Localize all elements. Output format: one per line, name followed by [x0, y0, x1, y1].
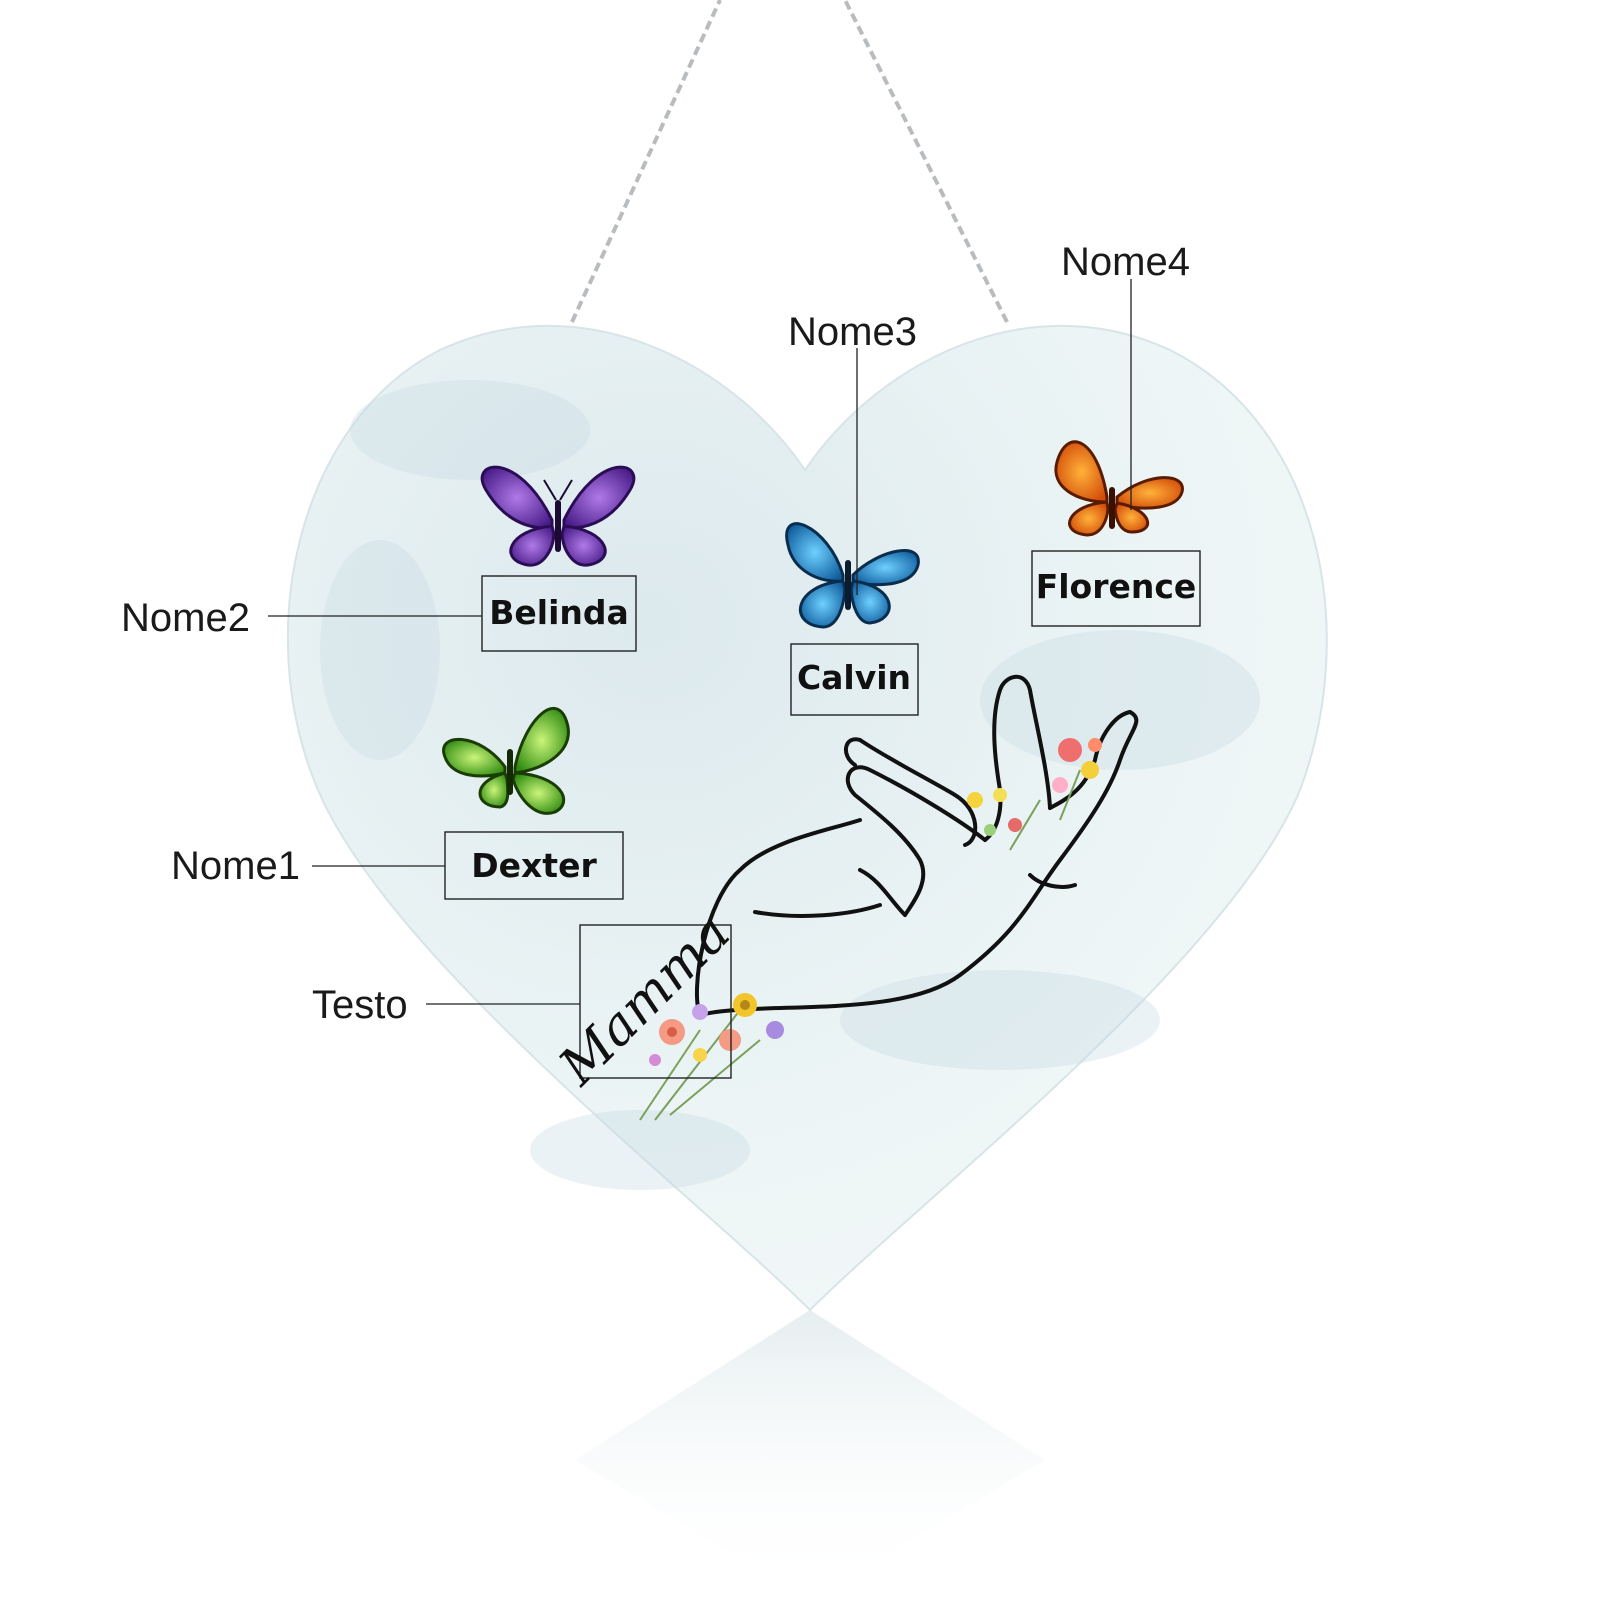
text-box — [579, 924, 732, 1079]
callout-testo: Testo — [312, 983, 408, 1027]
purple-butterfly-icon — [480, 465, 636, 567]
orange-butterfly-icon — [1054, 440, 1184, 537]
callout-nome3: Nome3 — [788, 310, 917, 354]
chain-icon — [570, 0, 1009, 323]
name2-text: Belinda — [489, 593, 629, 632]
heart-plaque — [286, 324, 1328, 1312]
name3-text: Calvin — [797, 658, 911, 697]
heart-reflection — [575, 1310, 1045, 1600]
flower-bouquet-icon — [639, 738, 1102, 1121]
name1-text: Dexter — [471, 846, 597, 885]
name4-text: Florence — [1036, 567, 1197, 606]
green-butterfly-icon — [442, 707, 570, 815]
name4-box — [1031, 550, 1201, 627]
name3-box — [790, 643, 919, 716]
callout-nome1: Nome1 — [171, 844, 300, 888]
callout-nome2: Nome2 — [121, 596, 250, 640]
blue-butterfly-icon — [785, 522, 920, 629]
callout-nome4: Nome4 — [1061, 240, 1190, 284]
name2-box — [481, 575, 637, 652]
